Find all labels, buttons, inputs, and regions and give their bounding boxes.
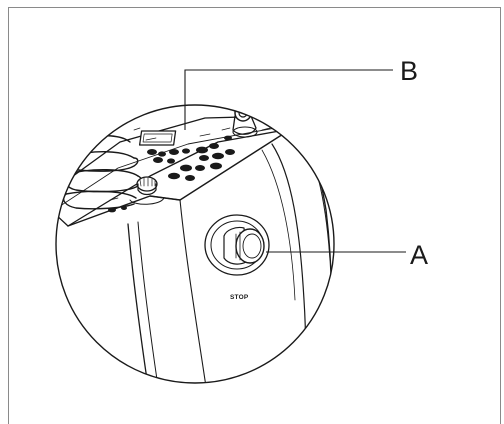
control-buttons <box>108 135 235 213</box>
figure-border <box>8 7 501 424</box>
emergency-stop-button <box>204 214 270 276</box>
callout-b-label: B <box>400 56 418 86</box>
callout-a-label: A <box>410 240 428 270</box>
callout-b-leader <box>184 69 393 130</box>
housing-right-edge <box>281 115 333 381</box>
zoom-circle <box>55 104 335 384</box>
panel-seam-left <box>127 223 151 383</box>
display-screen <box>138 130 177 146</box>
stop-label: STOP <box>230 294 249 301</box>
rotary-knob <box>129 176 165 205</box>
